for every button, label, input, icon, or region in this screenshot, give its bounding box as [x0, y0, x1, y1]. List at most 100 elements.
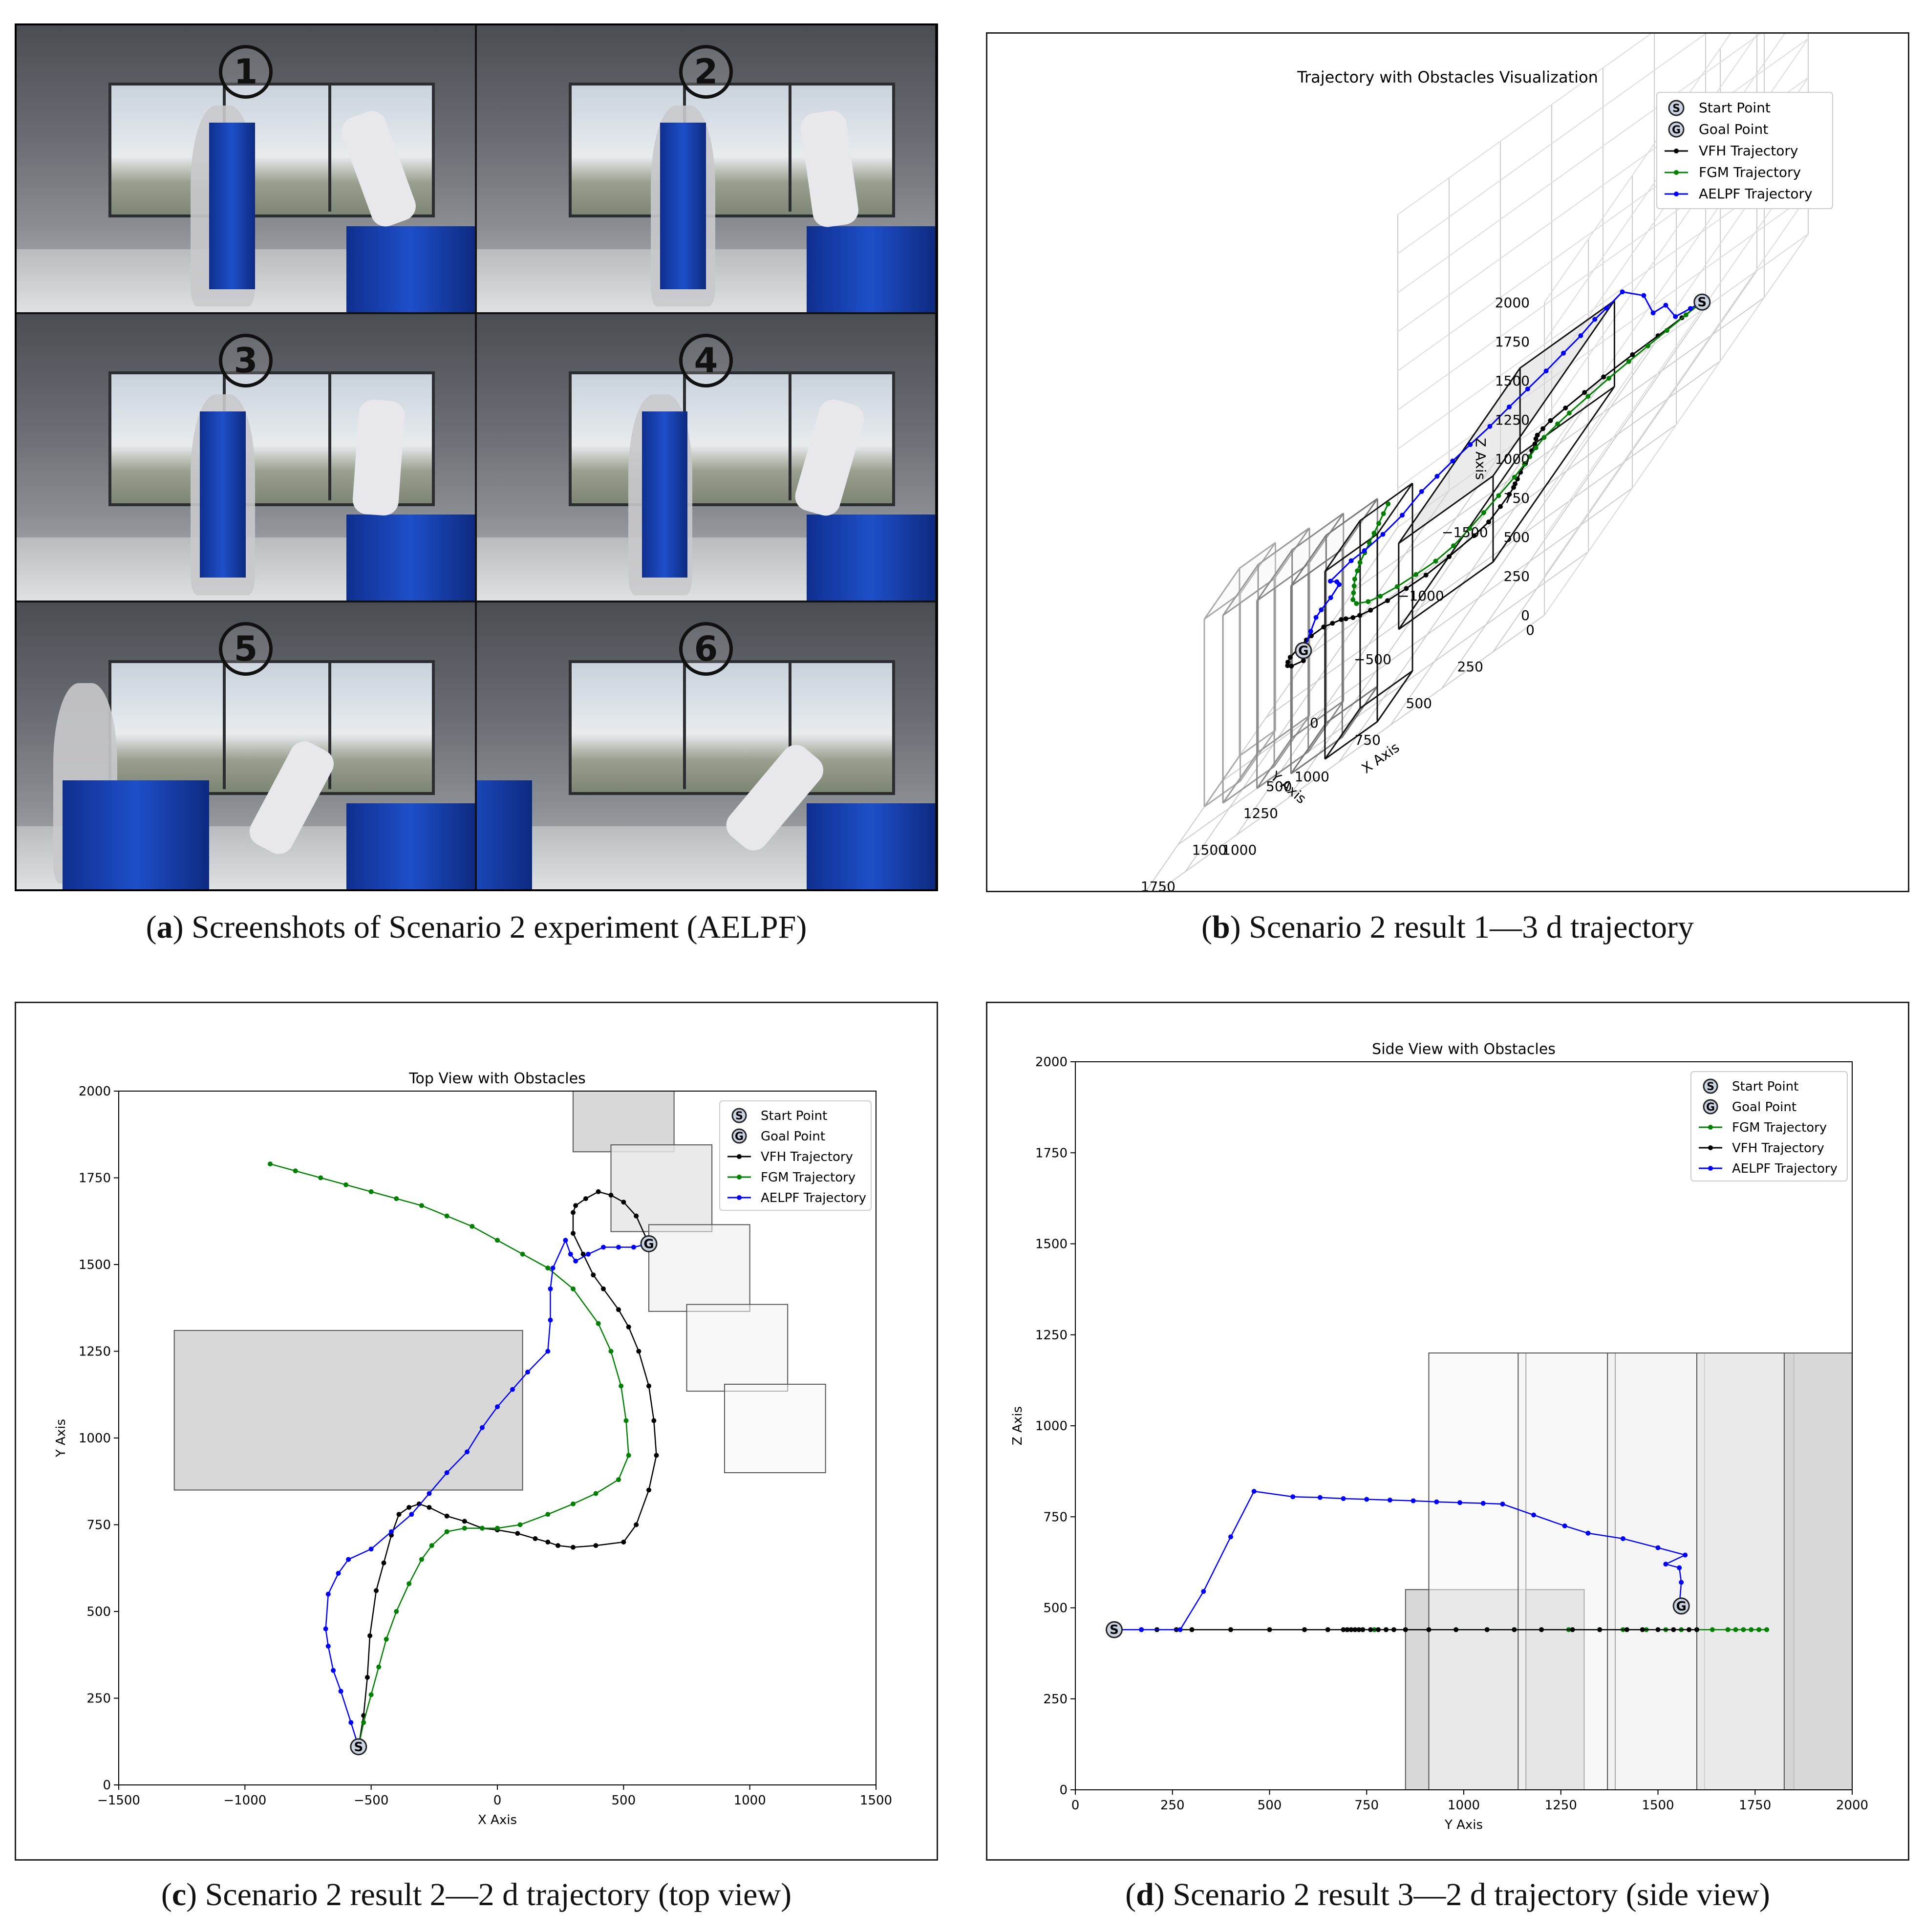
legend-marker [1703, 1099, 1718, 1115]
3d-data-point [1328, 595, 1333, 601]
data-point [651, 1418, 657, 1423]
legend-marker-letter: G [1672, 124, 1681, 136]
z-tick-label-3d: 1750 [1495, 334, 1530, 350]
data-point [368, 1692, 374, 1697]
3d-data-point [1507, 404, 1512, 409]
window-frame [788, 660, 791, 789]
x-tick-label: 2000 [1836, 1798, 1868, 1813]
data-point [1201, 1589, 1206, 1594]
goal-marker: G [640, 1235, 658, 1252]
table-obstacle [807, 226, 935, 312]
obstacle-ghost-bottom [1203, 730, 1276, 808]
3d-data-point [1626, 359, 1631, 364]
data-point [1671, 1627, 1676, 1632]
z-tick-label-3d: 750 [1504, 490, 1530, 506]
3d-data-point [1351, 583, 1357, 589]
data-point [346, 1557, 351, 1562]
legend-marker [1668, 100, 1685, 116]
legend-dot [1674, 149, 1679, 153]
3d-data-point [1348, 558, 1354, 563]
data-point [1624, 1627, 1629, 1632]
3d-data-point [1386, 501, 1391, 507]
3d-data-point [1673, 314, 1678, 319]
data-point [1756, 1627, 1762, 1632]
x-tick-label: 1500 [860, 1793, 892, 1808]
start-marker-circle [1106, 1621, 1123, 1638]
data-point [1585, 1530, 1591, 1536]
grid-line [1544, 194, 1809, 577]
obstacle [610, 1144, 713, 1232]
experiment-frame-2: 2 [477, 25, 935, 312]
y-tick-label-3d: 750 [1355, 732, 1381, 748]
legend-label: AELPF Trajectory [761, 1191, 866, 1205]
y-tick-label: 1500 [79, 1258, 111, 1272]
obstacle [1428, 1352, 1527, 1790]
legend-dot [1674, 192, 1679, 196]
3d-data-point [1419, 489, 1424, 494]
x-tick-label: 750 [1354, 1798, 1379, 1813]
goal-marker-circle [1672, 1597, 1690, 1615]
3d-data-point [1645, 343, 1650, 348]
legend-dot [1708, 1166, 1713, 1171]
3d-data-point [1355, 568, 1360, 574]
3d-data-point [1357, 560, 1363, 565]
data-point [1749, 1627, 1754, 1632]
y-tick-label: 0 [1059, 1783, 1068, 1798]
data-point [623, 1418, 629, 1423]
z-tick-label-3d: 500 [1504, 529, 1530, 545]
start-marker-3d-label: S [1697, 295, 1707, 310]
data-point [318, 1175, 323, 1181]
z-tick-label-3d: 1500 [1495, 373, 1530, 389]
3d-data-point [1367, 540, 1372, 546]
moving-obstacle-box [660, 123, 706, 289]
data-point [1454, 1627, 1459, 1632]
3d-data-point [1380, 532, 1386, 537]
legend-label: Start Point [1699, 100, 1771, 116]
start-marker-label: S [1110, 1623, 1119, 1637]
legend-marker [731, 1108, 747, 1123]
data-point [1251, 1489, 1257, 1494]
data-point [1376, 1627, 1381, 1632]
window [108, 660, 435, 795]
legend-label: FGM Trajectory [1732, 1120, 1827, 1135]
3d-data-point [1371, 531, 1377, 536]
experiment-frame-4: 4 [477, 314, 935, 601]
data-point [1570, 1627, 1575, 1632]
3d-data-point [1511, 485, 1516, 490]
3d-data-point [1285, 663, 1290, 668]
experiment-frame-6: 6 [477, 602, 935, 889]
data-point [1484, 1627, 1490, 1632]
data-point [616, 1477, 621, 1482]
data-point [1228, 1534, 1233, 1540]
data-point [368, 1189, 374, 1194]
3d-data-point [1563, 406, 1568, 410]
data-point [1597, 1627, 1603, 1632]
3d-data-point [1328, 579, 1333, 584]
data-point [1687, 1627, 1692, 1632]
data-point [384, 1636, 389, 1642]
window-frame [788, 83, 791, 212]
obstacle [724, 1383, 826, 1474]
x-tick-label: 0 [493, 1793, 502, 1808]
data-point [548, 1286, 553, 1291]
window-frame [328, 660, 331, 789]
series-line-aelpf-trajectory [325, 1238, 649, 1747]
data-point [1694, 1627, 1699, 1632]
3d-data-point [1354, 601, 1359, 606]
grid-line [1441, 307, 1706, 689]
data-point [571, 1545, 576, 1550]
3d-data-point [1541, 435, 1547, 440]
3d-data-point [1486, 519, 1491, 525]
goal-marker-3d [1295, 642, 1312, 659]
x-tick-label-3d: 1000 [1222, 842, 1257, 858]
frame-number-badge: 4 [679, 333, 733, 387]
data-point [545, 1512, 551, 1517]
legend-marker [1668, 121, 1685, 138]
legend-label: Goal Point [1699, 121, 1768, 137]
y-tick-label-3d: 1750 [1141, 879, 1176, 891]
3d-data-point [1351, 590, 1356, 596]
3d-data-point [1512, 474, 1517, 480]
y-tick-label: 500 [86, 1605, 111, 1619]
data-point [1500, 1502, 1505, 1507]
data-point [1348, 1627, 1354, 1632]
